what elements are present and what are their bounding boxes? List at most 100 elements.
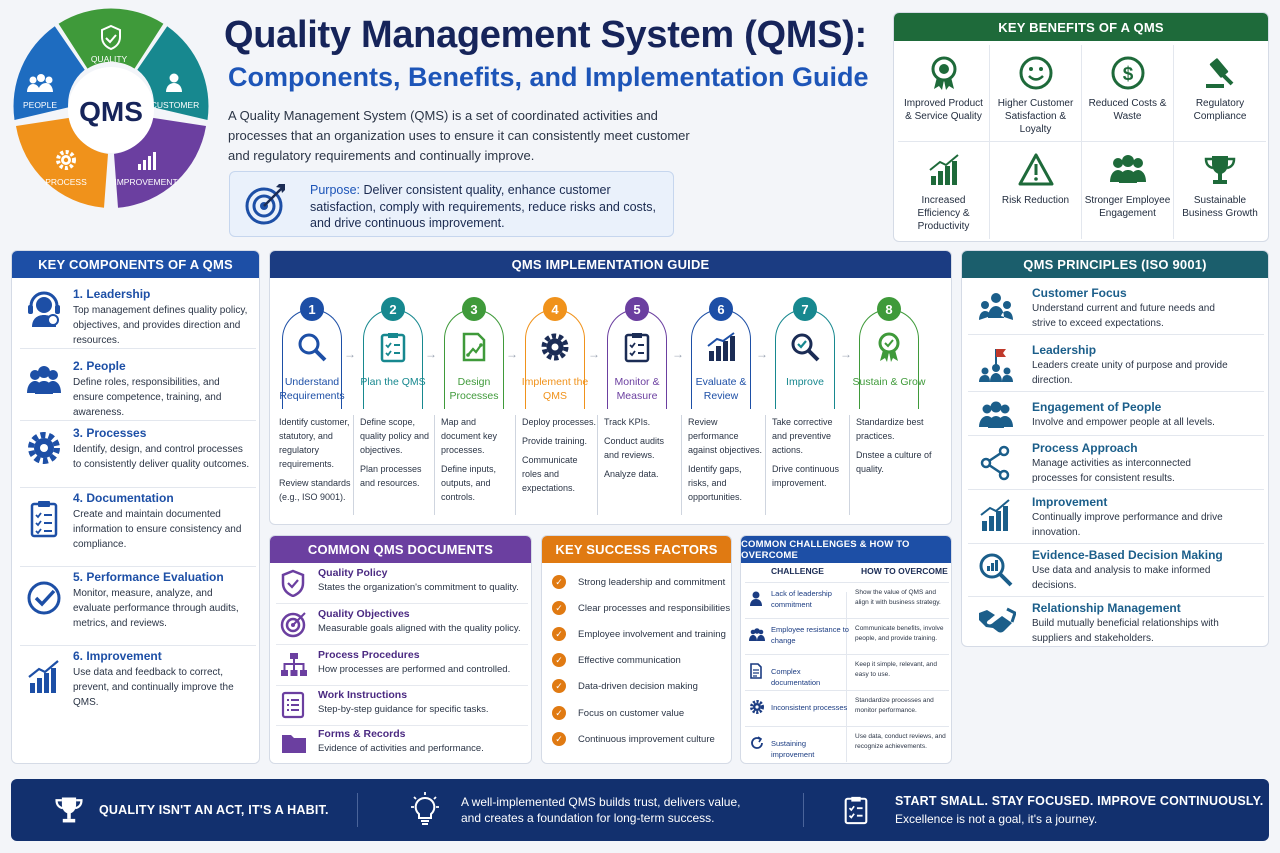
- check-icon: ✓: [552, 627, 566, 641]
- step-title: Evaluate & Review: [695, 376, 747, 402]
- chevron-right-icon: →: [672, 347, 684, 361]
- guide-heading: QMS IMPLEMENTATION GUIDE: [270, 251, 951, 278]
- benefit-label: Stronger Employee Engagement: [1084, 195, 1171, 219]
- warning-icon: [1018, 153, 1053, 186]
- principle-title: Leadership: [1032, 343, 1097, 357]
- chevron-right-icon: →: [840, 347, 852, 361]
- divider: [353, 415, 354, 515]
- qms-principles-panel: QMS PRINCIPLES (ISO 9001) Customer Focus…: [961, 250, 1269, 647]
- step-title: Sustain & Grow: [852, 376, 926, 388]
- footer-right-subtitle: Excellence is not a goal, it's a journey…: [895, 812, 1098, 826]
- step-title: Plan the QMS: [360, 376, 426, 388]
- check-icon: ✓: [552, 732, 566, 746]
- step-bullet: Track KPIs.: [604, 417, 651, 427]
- qms-wheel: QMS QUALITY CUSTOMER IMPROVEMENT PROCESS…: [8, 6, 214, 214]
- divider: [515, 415, 516, 515]
- gavel-icon: [1206, 58, 1234, 88]
- challenges-panel: COMMON CHALLENGES & HOW TO OVERCOME CHAL…: [740, 535, 952, 764]
- benefit-costs: $ Reduced Costs & Waste: [1082, 45, 1174, 142]
- success-text: Employee involvement and training: [578, 628, 726, 640]
- challenges-heading: COMMON CHALLENGES & HOW TO OVERCOME: [741, 536, 951, 563]
- principle-title: Relationship Management: [1032, 601, 1181, 615]
- principle-desc: Build mutually beneficial relationships …: [1032, 618, 1219, 644]
- step-number: 4: [543, 297, 567, 321]
- divider: [846, 592, 847, 762]
- step-number: 6: [709, 297, 733, 321]
- step-number: 7: [793, 297, 817, 321]
- component-improvement: 6. Improvement Use data and feedback to …: [20, 649, 256, 725]
- benefit-label: Sustainable Business Growth: [1182, 195, 1258, 219]
- benefit-label: Regulatory Compliance: [1193, 98, 1247, 122]
- footer-banner: QUALITY ISN'T AN ACT, IT'S A HABIT. A we…: [11, 779, 1269, 841]
- success-item: ✓Continuous improvement culture: [552, 732, 715, 746]
- flag-leader-icon: [979, 349, 1013, 382]
- principle-desc: Continually improve performance and driv…: [1032, 512, 1223, 538]
- divider: [849, 415, 850, 515]
- network-icon: [980, 445, 1010, 481]
- step-bullet: Standardize best practices.: [856, 417, 924, 441]
- principle-title: Evidence-Based Decision Making: [1032, 548, 1223, 562]
- benefit-quality: Improved Product & Service Quality: [898, 45, 990, 142]
- guide-step-1: 1 Understand Requirements Identify custo…: [273, 277, 351, 522]
- document-title: Work Instructions: [318, 689, 408, 701]
- chevron-right-icon: →: [425, 347, 437, 361]
- challenge-text: Inconsistent processes: [771, 703, 848, 712]
- step-bullet: Define inputs, outputs, and controls.: [441, 464, 497, 502]
- column-header-overcome: HOW TO OVERCOME: [861, 566, 948, 576]
- check-icon: ✓: [552, 601, 566, 615]
- guide-step-2: 2 Plan the QMS Define scope, quality pol…: [354, 277, 432, 522]
- wheel-center-label: QMS: [79, 96, 143, 127]
- challenge-text: Lack of leadership commitment: [771, 589, 832, 609]
- step-bullet: Plan processes and resources.: [360, 464, 422, 488]
- step-number: 2: [381, 297, 405, 321]
- lightbulb-icon: [411, 792, 439, 825]
- step-number: 1: [300, 297, 324, 321]
- guide-step-4: 4 Implement the QMS Deploy processes.Pro…: [516, 277, 596, 522]
- award-ribbon-icon: [878, 332, 900, 362]
- folder-icon: [282, 735, 306, 753]
- handshake-icon: [979, 607, 1016, 633]
- principle-desc: Understand current and future needs and …: [1032, 303, 1215, 329]
- check-icon: ✓: [552, 575, 566, 589]
- step-bullet: Identify gaps, risks, and opportunities.: [688, 464, 743, 502]
- svg-text:$: $: [1122, 64, 1133, 85]
- success-item: ✓Effective communication: [552, 653, 681, 667]
- principle-item: Process Approach Manage activities as in…: [968, 437, 1264, 490]
- list-doc-icon: [281, 691, 305, 719]
- component-desc: Define roles, responsibilities, and ensu…: [73, 377, 222, 418]
- column-header-challenge: CHALLENGE: [771, 566, 824, 576]
- wheel-segment-quality: [58, 8, 164, 69]
- step-bullet: Take corrective and preventive actions.: [772, 417, 833, 455]
- smiley-icon: [1019, 56, 1052, 90]
- step-title: Understand Requirements: [279, 376, 345, 402]
- principle-desc: Manage activities as interconnected proc…: [1032, 458, 1191, 484]
- footer-right-segment: START SMALL. STAY FOCUSED. IMPROVE CONTI…: [841, 779, 1263, 841]
- check-circle-icon: [27, 581, 61, 615]
- wheel-segment-customer: [137, 26, 209, 121]
- growth-chart-icon: [928, 154, 959, 185]
- challenge-text: Sustaining improvement: [771, 739, 815, 759]
- challenge-text: Employee resistance to change: [771, 625, 849, 645]
- magnifier-check-icon: [791, 333, 820, 362]
- customer-group-icon: [979, 293, 1013, 320]
- success-item: ✓ Employee involvement and training: [552, 627, 726, 641]
- principle-desc: Involve and empower people at all levels…: [1032, 417, 1215, 428]
- guide-step-5: 5 Monitor & Measure Track KPIs.Conduct a…: [598, 277, 676, 522]
- benefit-efficiency: Increased Efficiency & Productivity: [898, 142, 990, 239]
- target-icon: [280, 612, 306, 638]
- gear-icon: [750, 700, 764, 714]
- document-item: Forms & Records Evidence of activities a…: [276, 726, 528, 763]
- growth-chart-icon: [28, 660, 59, 693]
- component-title: 6. Improvement: [73, 649, 162, 663]
- step-bullet: Review performance against objectives.: [688, 417, 763, 455]
- people-icon: [749, 628, 765, 641]
- cycle-icon: [751, 736, 763, 749]
- step-bullet: Identify customer, statutory, and regula…: [279, 417, 350, 469]
- people-icon: [979, 401, 1013, 428]
- benefit-label: Improved Product & Service Quality: [904, 98, 983, 122]
- benefit-risk: Risk Reduction: [990, 142, 1082, 239]
- clipboard-icon: [30, 501, 58, 538]
- solution-text: Use data, conduct reviews, and recognize…: [855, 733, 946, 750]
- footer-quote-segment: QUALITY ISN'T AN ACT, IT'S A HABIT.: [53, 779, 329, 841]
- success-text: Focus on customer value: [578, 707, 685, 719]
